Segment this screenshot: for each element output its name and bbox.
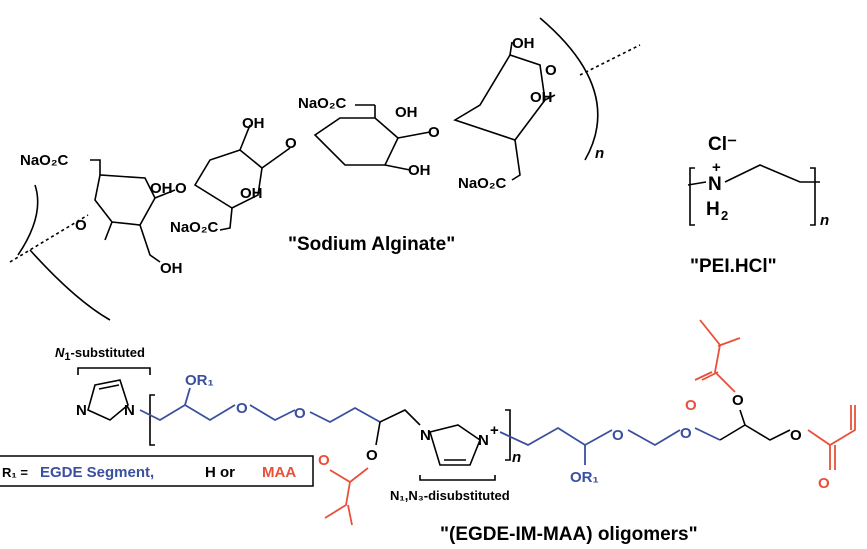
imidazole-ring-2 (428, 424, 481, 466)
pei-charge: + (712, 159, 721, 176)
pei-repeat-n: n (820, 212, 829, 229)
maa-left-o: O (318, 452, 330, 469)
alginate-na-left: NaO₂C (20, 152, 69, 169)
pei-counterion: Cl⁻ (708, 134, 737, 155)
egde-segment-1 (139, 403, 381, 424)
maa-group-top (694, 319, 741, 393)
egde-2-o-1: O (612, 427, 624, 444)
sodium-alginate-structure: NaO₂C O OH O OH NaO₂C OH OH O NaO₂C OH O… (9, 17, 641, 321)
imidazole-1-n-left: N (76, 402, 87, 419)
maa-group-left (324, 467, 369, 526)
or1-top: OR₁ (185, 372, 214, 389)
pei-nitrogen: N (708, 174, 722, 195)
alginate-repeat-n: n (595, 145, 604, 162)
oligomer-bracket-left (149, 394, 155, 446)
alginate-oh-5: OH (395, 104, 418, 121)
alginate-oh-7: OH (512, 35, 535, 52)
egde-1-o-2: O (294, 405, 306, 422)
alginate-caption: "Sodium Alginate" (288, 234, 455, 255)
pei-hydrogen: H (706, 199, 720, 220)
alginate-o-bridge-3: O (428, 124, 440, 141)
egde-1-o-1: O (236, 400, 248, 417)
r1-legend-box (0, 455, 314, 487)
alginate-oh-4: OH (242, 115, 265, 132)
or1-bottom: OR₁ (570, 469, 599, 486)
imidazole-ring-1 (87, 379, 129, 421)
r1-legend-maa: MAA (262, 464, 296, 481)
pei-bracket-left (689, 167, 695, 226)
alginate-o-left: O (75, 217, 87, 234)
n1-label: N1-substituted (55, 345, 145, 363)
alginate-ring-1 (94, 174, 156, 226)
r1-legend-h-or: H or (205, 464, 235, 481)
alginate-oh-6: OH (408, 162, 431, 179)
alginate-right-connection (579, 44, 641, 76)
oligomer-repeat-n: n (512, 449, 521, 466)
alginate-o-bridge-2: O (285, 135, 297, 152)
alginate-na-mid: NaO₂C (170, 219, 219, 236)
maa-right-o: O (818, 475, 830, 492)
alginate-oh-1: OH (150, 180, 173, 197)
alginate-na-right: NaO₂C (458, 175, 507, 192)
imidazole-2-n-right: N (478, 432, 489, 449)
alginate-oh-8: OH (530, 89, 553, 106)
pei-backbone (687, 164, 820, 186)
n13-label: N₁,N₃-disubstituted (390, 488, 510, 503)
maa-top-o: O (685, 397, 697, 414)
oligomer-structure: N1-substituted N N OR₁ O O O O N N + N₁,… (55, 319, 856, 545)
alginate-oh-2: OH (160, 260, 183, 277)
alginate-ring-3 (313, 117, 399, 166)
tail-o-right: O (790, 427, 802, 444)
pei-hcl-structure: Cl⁻ + N H 2 n "PEI.HCl" (687, 134, 829, 277)
imidazole-1-n-right: N (124, 402, 135, 419)
alginate-right-bracket (539, 17, 599, 161)
pei-bracket-right (810, 167, 816, 226)
n1-bracket (77, 367, 151, 375)
bridge-o: O (366, 447, 378, 464)
r1-legend-egde: EGDE Segment, (40, 464, 154, 481)
pei-hydrogen-subscript: 2 (721, 208, 728, 223)
imidazole-2-plus: + (490, 422, 499, 439)
alginate-o-ring-4: O (545, 62, 557, 79)
egde-2-o-2: O (680, 425, 692, 442)
oligomer-caption: "(EGDE-IM-MAA) oligomers" (440, 524, 698, 545)
r1-legend-prefix: R₁ = (2, 465, 28, 480)
oligomer-bracket-right (505, 409, 511, 461)
alginate-na-top: NaO₂C (298, 95, 347, 112)
maa-group-right (807, 405, 856, 470)
egde-segment-2 (499, 426, 721, 447)
imidazole-2-n-left: N (420, 427, 431, 444)
alginate-oh-3: OH (240, 185, 263, 202)
r1-legend: R₁ = EGDE Segment, H or MAA (0, 455, 314, 487)
alginate-o-bridge-1: O (175, 180, 187, 197)
n13-bracket (419, 475, 496, 481)
pei-caption: "PEI.HCl" (690, 256, 777, 277)
tail-o-top: O (732, 392, 744, 409)
alginate-left-bracket (17, 184, 111, 321)
